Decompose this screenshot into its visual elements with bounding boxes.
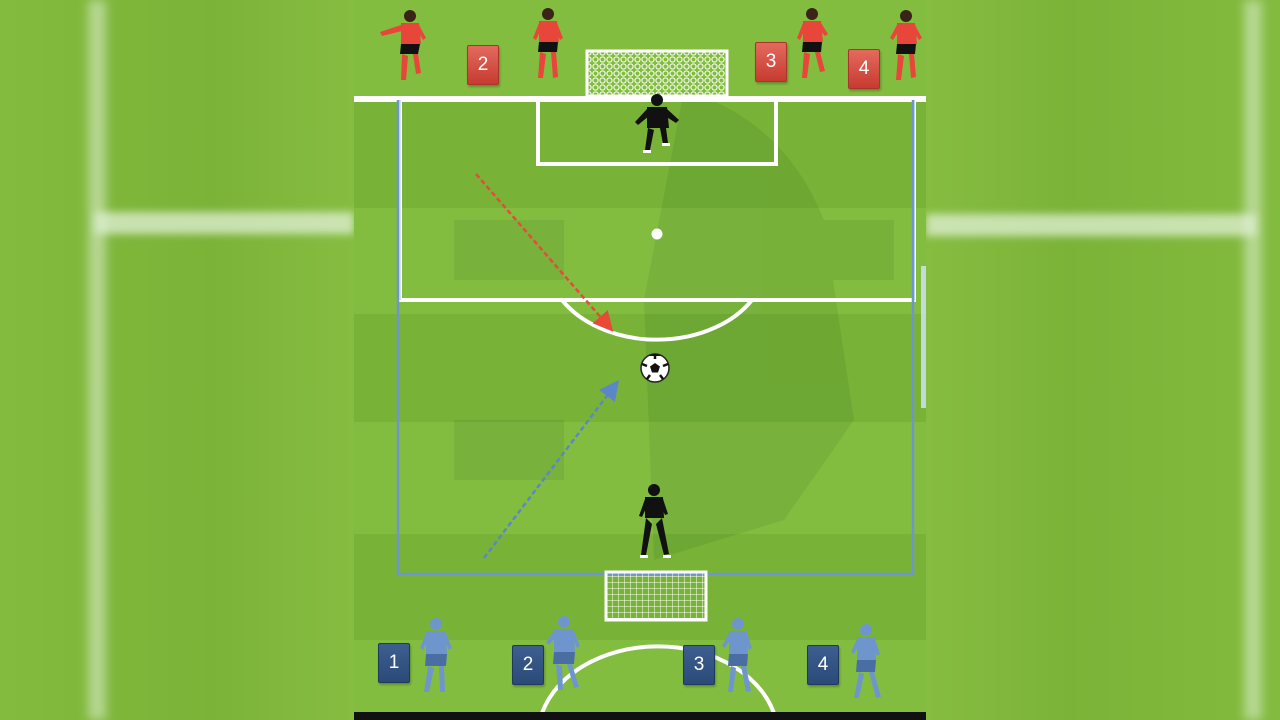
cone-label: 3 [765,51,777,72]
red-cone-3: 3 [755,42,787,82]
penalty-arc [560,298,754,342]
blue-attack-arrow [483,380,620,559]
red-player-icon [797,8,828,78]
red-player-icon [533,8,563,78]
soccer-ball-icon [640,353,670,383]
blue-cone-3: 3 [683,645,715,685]
blue-player-icon [546,616,580,690]
blue-player-icon [722,618,752,692]
video-bottom-bar [354,712,926,720]
red-player-icon [380,10,426,80]
pitch-edge-marker [921,266,926,408]
goal-line [354,96,926,102]
blue-cone-2: 2 [512,645,544,685]
background-pitch-line [1244,0,1262,720]
blue-cone-4: 4 [807,645,839,685]
red-attack-arrow [475,173,614,332]
bottom-goal-net-icon [604,570,708,622]
background-pitch-line [926,214,1256,236]
cone-label: 4 [817,654,829,675]
cone-label: 2 [477,54,489,75]
background-left-blur [0,0,354,720]
blue-cone-1: 1 [378,643,410,683]
red-cone-2: 2 [467,45,499,85]
penalty-spot [651,228,663,240]
top-goal-net-icon [585,49,729,98]
cone-label: 3 [693,654,705,675]
cone-label: 1 [388,652,400,673]
pitch-diagram: 2 3 4 1 2 3 4 [354,0,926,720]
cone-label: 4 [858,58,870,79]
red-cone-4: 4 [848,49,880,89]
top-goalkeeper-icon [635,94,679,153]
watermark-shape [454,90,894,560]
bottom-goalkeeper-icon [639,484,671,558]
background-pitch-line [88,0,106,720]
background-right-blur [926,0,1280,720]
red-player-icon [890,10,922,80]
blue-player-icon [420,618,452,692]
blue-player-icon [851,624,881,698]
pitch-svg [354,0,926,720]
background-pitch-line [95,212,354,234]
cone-label: 2 [522,654,534,675]
six-yard-box [536,100,778,166]
